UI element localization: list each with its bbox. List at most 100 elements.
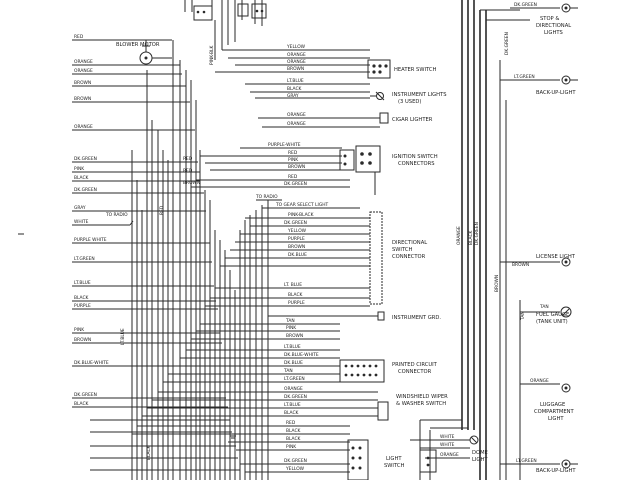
label-purple-white: PURPLE-WHITE bbox=[268, 142, 301, 148]
vlabel-lt-blue: LT.BLUE bbox=[120, 328, 126, 345]
left-wire-labels: RED ORANGE ORANGE BROWN BROWN ORANGE DK.… bbox=[74, 34, 109, 407]
top-mid-connector bbox=[237, 3, 249, 17]
windshield-wiper-sub: & WASHER SWITCH bbox=[396, 401, 446, 407]
label-dk-blue-white: DK.BLUE-WHITE bbox=[284, 352, 319, 358]
dome-light-area: WHITE WHITE ORANGE DOME LIGHT bbox=[410, 420, 488, 480]
label-dk-green: DK.GREEN bbox=[514, 2, 537, 8]
label-dk-green: DK.GREEN bbox=[74, 392, 97, 398]
luggage-lamp-icon bbox=[561, 383, 571, 393]
light-switch-box bbox=[347, 439, 369, 480]
label-brown: BROWN bbox=[288, 244, 305, 250]
label-black: BLACK bbox=[74, 401, 89, 407]
luggage-label-3: LIGHT bbox=[548, 416, 564, 422]
label-purple-white: PURPLE WHITE bbox=[74, 237, 107, 243]
ignition-switch: PURPLE-WHITE RED PINK BROWN RED DK.GREEN… bbox=[183, 142, 438, 195]
label-brown: BROWN bbox=[288, 164, 305, 170]
label-red: RED bbox=[183, 156, 193, 162]
windshield-wiper: ORANGE DK.GREEN LT.BLUE BLACK WINDSHIELD… bbox=[142, 386, 448, 421]
label-lt-blue: LT.BLUE bbox=[287, 78, 304, 84]
label-orange: ORANGE bbox=[287, 52, 306, 58]
label-dk-blue: DK.BLUE bbox=[288, 252, 307, 258]
label-lt-green: LT.GREEN bbox=[74, 256, 95, 262]
windshield-wiper-label: WINDSHIELD WIPER bbox=[396, 394, 448, 400]
label-pink-black: PINK-BLACK bbox=[288, 212, 314, 218]
printed-circuit-connector: LT.BLUE DK.BLUE-WHITE DK.BLUE TAN LT.GRE… bbox=[163, 344, 438, 383]
label-dk-blue: DK.BLUE bbox=[284, 360, 303, 366]
instrument-grd: INSTRUMENT GRD. TAN PINK BROWN bbox=[191, 311, 441, 340]
ignition-connector-b bbox=[355, 145, 381, 173]
vlabel-dk-green: DK.GREEN bbox=[474, 222, 480, 245]
label-dk-green: DK.GREEN bbox=[284, 458, 307, 464]
label-brown: BROWN bbox=[287, 66, 304, 72]
light-switch-label: LIGHT bbox=[386, 456, 402, 462]
printed-circuit-box bbox=[339, 359, 385, 383]
back-up-light-label: BACK-UP-LIGHT bbox=[536, 90, 576, 96]
vlabel-dk-green-right: DK.GREEN bbox=[504, 32, 510, 55]
ground-icon bbox=[377, 311, 385, 321]
light-switch-sub: SWITCH bbox=[384, 463, 404, 469]
cigar-lighter-icon bbox=[379, 112, 389, 124]
label-red: RED bbox=[74, 34, 84, 40]
label-brown: BROWN bbox=[74, 96, 91, 102]
vlabel-red: RED bbox=[159, 205, 165, 215]
heater-switch-box bbox=[367, 59, 391, 79]
label-black: BLACK bbox=[286, 428, 301, 434]
label-yellow: YELLOW bbox=[285, 466, 305, 472]
center-labels-top: YELLOW ORANGE ORANGE BROWN LT.BLUE BLACK… bbox=[286, 44, 306, 127]
luggage-label: LUGGAGE bbox=[540, 402, 565, 408]
label-lt-blue: LT.BLUE bbox=[284, 344, 301, 350]
blower-motor-label: BLOWER MOTOR bbox=[116, 42, 160, 48]
heater-switch: HEATER SWITCH bbox=[367, 59, 436, 79]
label-purple: PURPLE bbox=[74, 303, 91, 309]
directional-label: DIRECTIONAL bbox=[392, 240, 427, 246]
directional-connector-box bbox=[369, 211, 383, 305]
ignition-switch-sub: CONNECTORS bbox=[398, 161, 435, 167]
vlabel-black: BLACK bbox=[468, 230, 474, 245]
label-tan: TAN bbox=[285, 318, 295, 324]
label-black: BLACK bbox=[284, 410, 299, 416]
to-radio-gear: TO RADIO TO GEAR SELECT LIGHT bbox=[255, 194, 360, 209]
top-right-connector bbox=[251, 3, 267, 19]
label-red: RED bbox=[288, 150, 298, 156]
fuel-gauge-icon bbox=[560, 306, 572, 318]
label-brown: BROWN bbox=[286, 333, 303, 339]
label-tan: TAN bbox=[283, 368, 293, 374]
label-pink: PINK bbox=[74, 327, 84, 333]
label-orange: ORANGE bbox=[74, 68, 93, 74]
label-pink: PINK bbox=[286, 325, 296, 331]
vlabel-orange: ORANGE bbox=[456, 226, 462, 245]
label-lt-green: LT.GREEN bbox=[514, 74, 535, 80]
blower-motor: BLOWER MOTOR bbox=[116, 40, 172, 65]
label-brown: BROWN bbox=[512, 262, 529, 268]
right-side: DK.GREEN STOP & DIRECTIONAL LIGHTS LT.GR… bbox=[499, 2, 578, 480]
label-to-radio: TO RADIO bbox=[255, 194, 278, 200]
label-orange: ORANGE bbox=[284, 386, 303, 392]
label-brown: BROWN bbox=[183, 180, 200, 186]
label-yellow: YELLOW bbox=[287, 228, 307, 234]
center-wires-top bbox=[215, 49, 380, 128]
label-white: WHITE bbox=[440, 442, 455, 448]
printed-circuit-label: PRINTED CIRCUIT bbox=[392, 362, 438, 368]
vlabel-brown: BROWN bbox=[494, 275, 500, 292]
top-connectors bbox=[184, 0, 267, 60]
luggage-label-2: COMPARTMENT bbox=[534, 409, 575, 415]
label-orange: ORANGE bbox=[74, 59, 93, 65]
label-brown: BROWN bbox=[74, 80, 91, 86]
label-white: WHITE bbox=[440, 434, 455, 440]
label-pink: PINK bbox=[286, 444, 296, 450]
label-dk-green: DK.GREEN bbox=[284, 220, 307, 226]
label-gray: GRAY bbox=[287, 93, 299, 99]
fuel-gauge-sub: (TANK UNIT) bbox=[536, 319, 568, 325]
license-lamp-icon bbox=[561, 257, 571, 267]
vlabel-tan: TAN bbox=[520, 311, 526, 321]
label-lt-blue: LT.BLUE bbox=[74, 280, 91, 286]
label-orange: ORANGE bbox=[74, 124, 93, 130]
fuel-gauge-label: FUEL GAUGE bbox=[536, 312, 569, 318]
label-dk-green: DK.GREEN bbox=[74, 156, 97, 162]
label-black: BLACK bbox=[286, 436, 301, 442]
label-brown: BROWN bbox=[74, 337, 91, 343]
top-left-connector bbox=[193, 5, 213, 21]
cigar-lighter-label: CIGAR LIGHTER bbox=[392, 117, 433, 123]
label-orange: ORANGE bbox=[530, 378, 549, 384]
label-dk-green: DK.GREEN bbox=[74, 187, 97, 193]
